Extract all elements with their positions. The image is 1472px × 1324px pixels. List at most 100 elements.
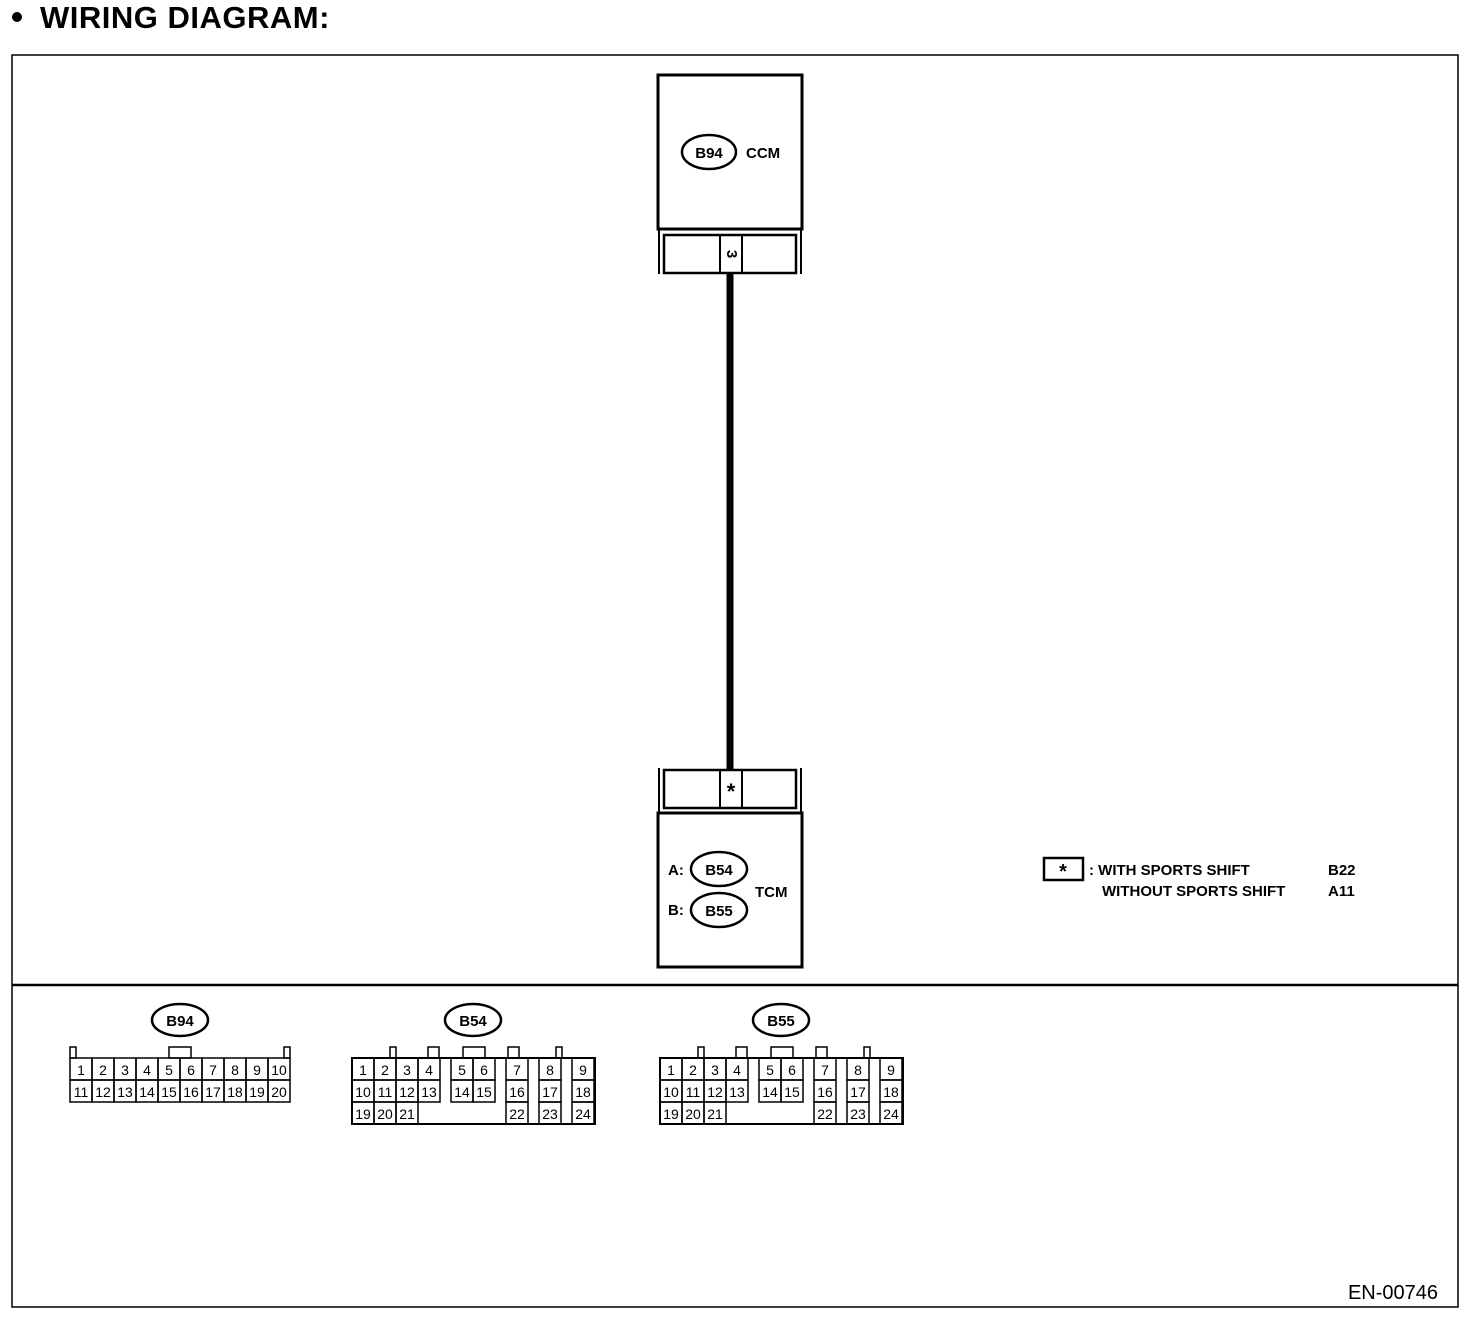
b55-cell xyxy=(780,1079,804,1103)
b55-pin-label: 17 xyxy=(850,1084,866,1100)
b54-cell xyxy=(505,1101,529,1125)
legend-row-1-value: B22 xyxy=(1328,862,1356,879)
b94-pin-label: 9 xyxy=(253,1062,261,1078)
b94-pin-label: 3 xyxy=(121,1062,129,1078)
b94-pin-label: 18 xyxy=(227,1084,243,1100)
connector-view-b94-id: B94 xyxy=(166,1013,194,1030)
b54-latch-1 xyxy=(389,1046,397,1059)
ccm-body xyxy=(656,73,804,231)
b54-pin-label: 20 xyxy=(377,1106,393,1122)
b94-latch-left xyxy=(69,1046,77,1059)
legend-symbol-box xyxy=(1042,856,1085,882)
legend-row-2-value: A11 xyxy=(1328,883,1355,900)
b54-pin-label: 3 xyxy=(403,1062,411,1078)
b55-pin-label: 12 xyxy=(707,1084,723,1100)
tcm-connector-b-prefix: B: xyxy=(668,902,684,919)
b54-pin-label: 7 xyxy=(513,1062,521,1078)
b94-pin-label: 4 xyxy=(143,1062,151,1078)
b54-pin-label: 8 xyxy=(546,1062,554,1078)
b55-pin-label: 22 xyxy=(817,1106,833,1122)
b54-pin-label: 15 xyxy=(476,1084,492,1100)
ccm-name: CCM xyxy=(746,145,780,162)
b54-pin-label: 24 xyxy=(575,1106,591,1122)
b54-latch-2 xyxy=(427,1046,440,1059)
tcm-connector-a-id: B54 xyxy=(705,862,733,879)
b94-pin-label: 14 xyxy=(139,1084,155,1100)
b55-cell xyxy=(879,1101,903,1125)
legend-row-1-label: : WITH SPORTS SHIFT xyxy=(1089,862,1250,879)
b55-latch-1 xyxy=(697,1046,705,1059)
b94-pin-label: 8 xyxy=(231,1062,239,1078)
b55-pin-label: 23 xyxy=(850,1106,866,1122)
b54-pin-label: 12 xyxy=(399,1084,415,1100)
b94-pin-label: 16 xyxy=(183,1084,199,1100)
b55-pin-label: 16 xyxy=(817,1084,833,1100)
b54-pin-label: 13 xyxy=(421,1084,437,1100)
b54-pin-label: 10 xyxy=(355,1084,371,1100)
b55-pin-label: 11 xyxy=(686,1084,701,1100)
ccm-connector xyxy=(662,233,798,275)
b94-pin-label: 10 xyxy=(271,1062,287,1078)
legend: * : WITH SPORTS SHIFT B22 WITHOUT SPORTS… xyxy=(1042,856,1356,900)
b54-pin-label: 17 xyxy=(542,1084,558,1100)
tcm-connector xyxy=(662,768,798,810)
b94-pin-label: 20 xyxy=(271,1084,287,1100)
ccm-connector-badge xyxy=(680,133,738,171)
page-title: WIRING DIAGRAM: xyxy=(8,0,330,36)
b55-pin-label: 5 xyxy=(766,1062,774,1078)
tcm-connector-b-id: B55 xyxy=(705,903,733,920)
connector-view-b55-id: B55 xyxy=(767,1013,795,1030)
connector-view-b54-badge xyxy=(443,1002,503,1038)
b55-pin-label: 13 xyxy=(729,1084,745,1100)
connector-view-b54-id: B54 xyxy=(459,1013,487,1030)
tcm-pin-marker: * xyxy=(727,779,736,804)
tcm-connector-a-badge xyxy=(689,850,749,888)
b55-latch-2 xyxy=(735,1046,748,1059)
ccm-unit: B94 CCM 3 xyxy=(656,73,804,275)
b94-key xyxy=(168,1046,192,1059)
connector-view-b94-badge xyxy=(150,1002,210,1038)
b55-pin-label: 21 xyxy=(707,1106,723,1122)
connector-view-b55-badge xyxy=(751,1002,811,1038)
b94-cell xyxy=(267,1079,291,1103)
b55-latch-4 xyxy=(863,1046,871,1059)
b54-pin-label: 16 xyxy=(509,1084,525,1100)
b94-pin-label: 2 xyxy=(99,1062,107,1078)
b54-pin-label: 23 xyxy=(542,1106,558,1122)
b54-pin-label: 21 xyxy=(399,1106,415,1122)
b54-cell xyxy=(417,1079,441,1103)
b55-pin-label: 19 xyxy=(663,1106,679,1122)
b54-latch-3 xyxy=(507,1046,520,1059)
tcm-connector-a-prefix: A: xyxy=(668,862,684,879)
b55-pin-label: 18 xyxy=(883,1084,899,1100)
b94-pin-label: 5 xyxy=(165,1062,173,1078)
b54-pin-label: 14 xyxy=(454,1084,470,1100)
b55-pin-label: 15 xyxy=(784,1084,800,1100)
b94-pin-label: 11 xyxy=(74,1084,89,1100)
b55-pin-label: 20 xyxy=(685,1106,701,1122)
b55-cell xyxy=(813,1101,837,1125)
b94-pin-label: 1 xyxy=(77,1062,85,1078)
b55-pin-label: 14 xyxy=(762,1084,778,1100)
b94-pin-label: 19 xyxy=(249,1084,265,1100)
b54-pin-label: 18 xyxy=(575,1084,591,1100)
b54-cell xyxy=(472,1079,496,1103)
b55-cell xyxy=(725,1079,749,1103)
b54-pin-label: 22 xyxy=(509,1106,525,1122)
b54-cell xyxy=(571,1101,595,1125)
b54-key xyxy=(462,1046,486,1059)
b55-latch-3 xyxy=(815,1046,828,1059)
b55-cell xyxy=(703,1101,727,1125)
b55-pin-label: 3 xyxy=(711,1062,719,1078)
tcm-name: TCM xyxy=(755,884,788,901)
b54-cell xyxy=(395,1101,419,1125)
b94-pin-label: 12 xyxy=(95,1084,111,1100)
b94-pin-label: 13 xyxy=(117,1084,133,1100)
b55-cell xyxy=(846,1101,870,1125)
b55-pin-label: 6 xyxy=(788,1062,796,1078)
b94-pin-label: 7 xyxy=(209,1062,217,1078)
legend-row-2-label: WITHOUT SPORTS SHIFT xyxy=(1102,883,1285,900)
outer-frame xyxy=(11,54,1459,1308)
